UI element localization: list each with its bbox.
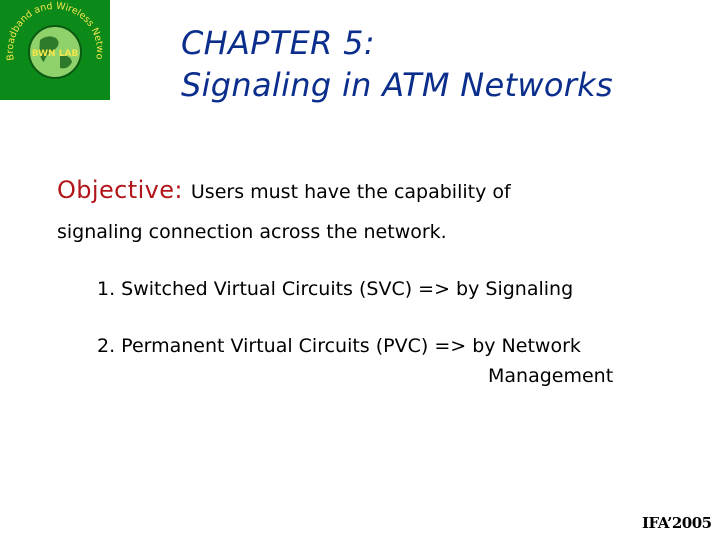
globe-icon: Broadband and Wireless Networking Labora… (0, 0, 105, 79)
slide-title: CHAPTER 5: Signaling in ATM Networks (181, 22, 613, 106)
footer-mark: IFA’2005 (642, 514, 712, 532)
lab-logo: Broadband and Wireless Networking Labora… (0, 0, 110, 100)
list-item-pvc-continuation: Management (488, 365, 614, 387)
list-item-svc: 1. Switched Virtual Circuits (SVC) => by… (97, 278, 574, 300)
objective-line: Objective: Users must have the capability… (57, 176, 511, 204)
title-line-1: CHAPTER 5: (181, 24, 375, 62)
objective-text: Users must have the capability of (190, 181, 511, 203)
objective-label: Objective: (57, 176, 183, 204)
logo-center-text: BWN LAB (32, 49, 79, 59)
list-item-pvc: 2. Permanent Virtual Circuits (PVC) => b… (97, 335, 581, 357)
objective-continuation: signaling connection across the network. (57, 221, 447, 243)
title-line-2: Signaling in ATM Networks (181, 66, 613, 104)
